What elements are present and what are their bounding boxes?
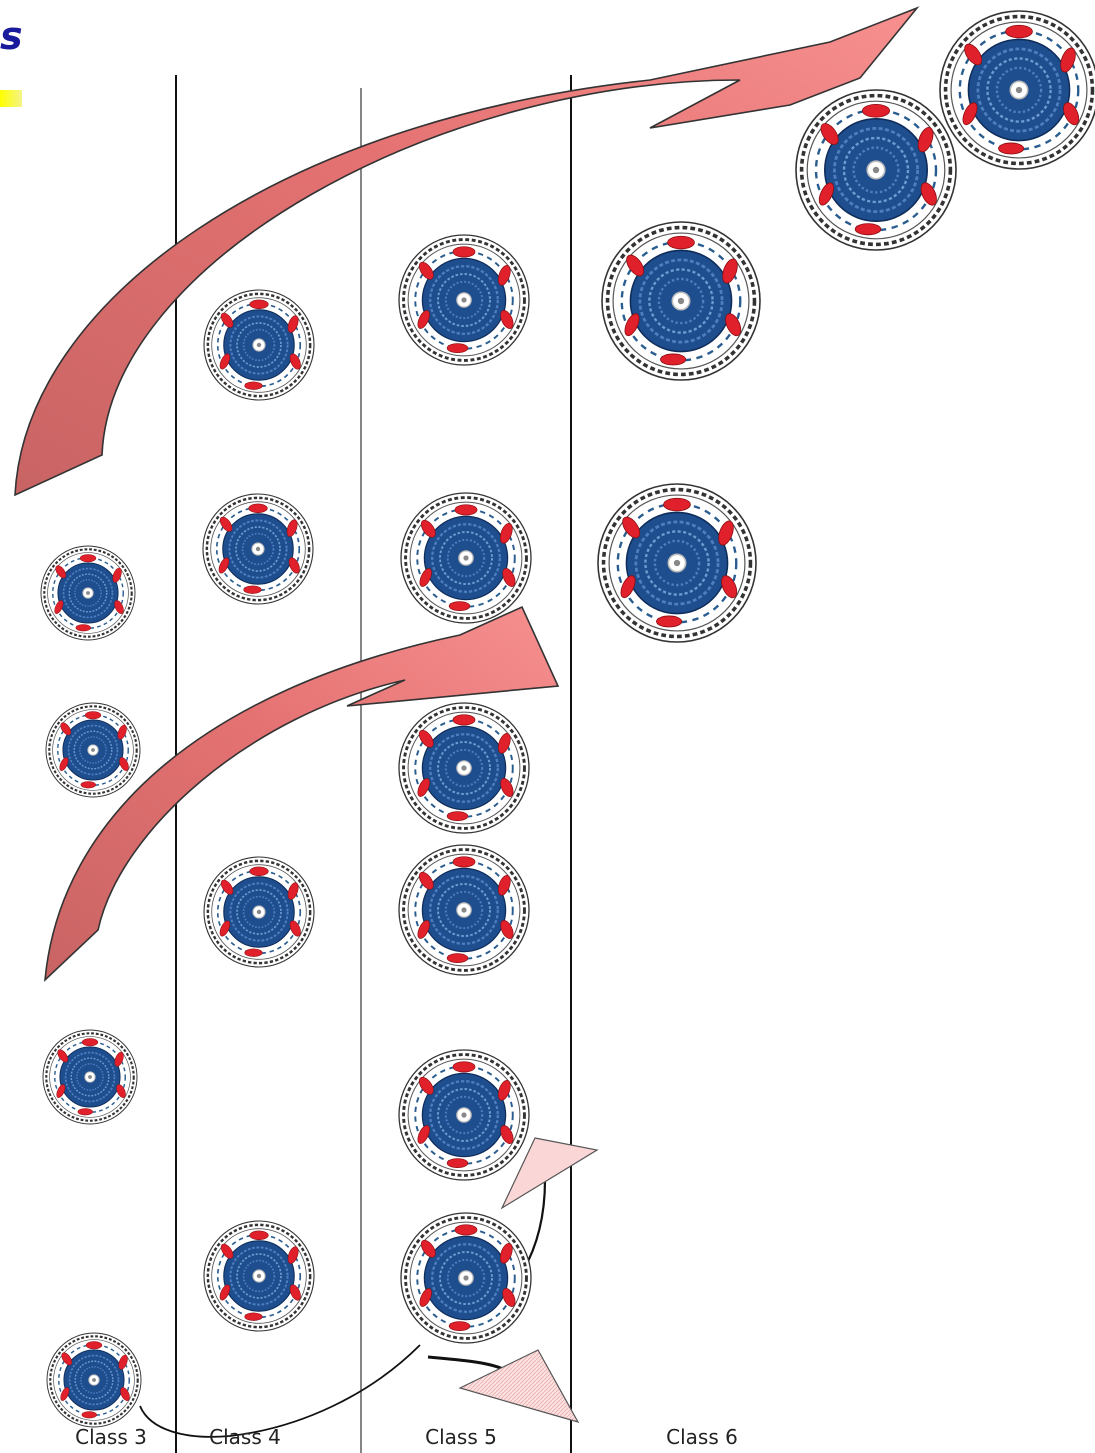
- cell-disc-icon: [598, 484, 756, 642]
- class-label-3: Class 3: [51, 1424, 171, 1450]
- cell-disc-icon: [401, 1213, 531, 1343]
- cell-disc-icon: [602, 222, 760, 380]
- cell-disc-icon: [204, 857, 314, 967]
- class-label-5: Class 5: [401, 1424, 521, 1450]
- class-label-4: Class 4: [185, 1424, 305, 1450]
- cell-disc-icon: [399, 1050, 529, 1180]
- cell-disc-icon: [43, 1030, 137, 1124]
- cell-disc-icon: [399, 703, 529, 833]
- cell-disc-icon: [204, 1221, 314, 1331]
- arrow-head-hatched: [460, 1350, 578, 1422]
- cell-disc-icon: [796, 90, 956, 250]
- cell-disc-icon: [399, 235, 529, 365]
- cell-disc-icon: [203, 494, 313, 604]
- cell-disc-icon: [47, 1333, 141, 1427]
- curved-line-bottom-2: [428, 1357, 505, 1370]
- class-label-6: Class 6: [642, 1424, 762, 1450]
- cell-disc-icon: [401, 493, 531, 623]
- cell-disc-icon: [41, 546, 135, 640]
- cell-disc-icon: [46, 703, 140, 797]
- cell-disc-icon: [940, 11, 1095, 169]
- cell-disc-icon: [204, 290, 314, 400]
- cell-disc-icon: [399, 845, 529, 975]
